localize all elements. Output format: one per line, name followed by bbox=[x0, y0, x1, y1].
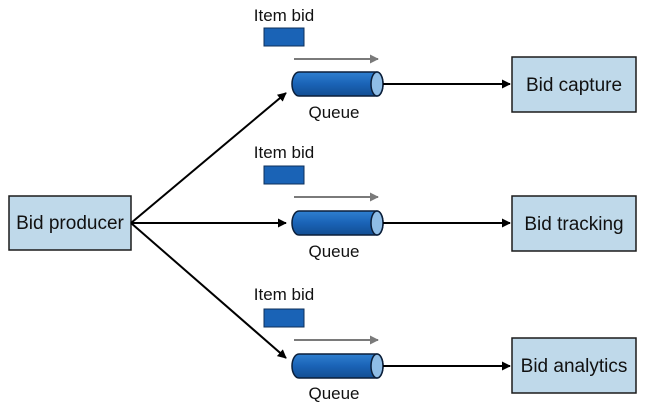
producer-box bbox=[8, 195, 132, 251]
lane-1: Item bid Queue Bid capture bbox=[254, 6, 637, 122]
queue-cylinder bbox=[291, 210, 384, 236]
producer-node: Bid producer bbox=[8, 195, 132, 251]
consumer-box-bid-tracking bbox=[511, 195, 637, 252]
item-bid-block bbox=[263, 165, 305, 185]
consumer-box-bid-analytics bbox=[511, 337, 637, 394]
producer-to-queue-1-arrow bbox=[130, 92, 287, 224]
consumer-box-bid-capture bbox=[511, 56, 637, 113]
consumer-label: Bid analytics bbox=[521, 356, 628, 377]
queue-label: Queue bbox=[308, 103, 359, 122]
lane-2: Item bid Queue Bid tracking bbox=[254, 143, 637, 261]
item-bid-label: Item bid bbox=[254, 285, 314, 304]
consumer-label: Bid tracking bbox=[524, 214, 623, 235]
queue-label: Queue bbox=[308, 384, 359, 403]
item-bid-label: Item bid bbox=[254, 143, 314, 162]
item-bid-block bbox=[263, 27, 305, 47]
item-bid-block bbox=[263, 308, 305, 328]
queue-label: Queue bbox=[308, 242, 359, 261]
consumer-label: Bid capture bbox=[526, 75, 622, 96]
lane-3: Item bid Queue Bid analytics bbox=[254, 285, 637, 403]
item-bid-label: Item bid bbox=[254, 6, 314, 25]
producer-label: Bid producer bbox=[16, 213, 124, 234]
queue-cylinder bbox=[291, 71, 384, 97]
queue-cylinder bbox=[291, 353, 384, 379]
producer-to-queue-3-arrow bbox=[130, 222, 287, 359]
